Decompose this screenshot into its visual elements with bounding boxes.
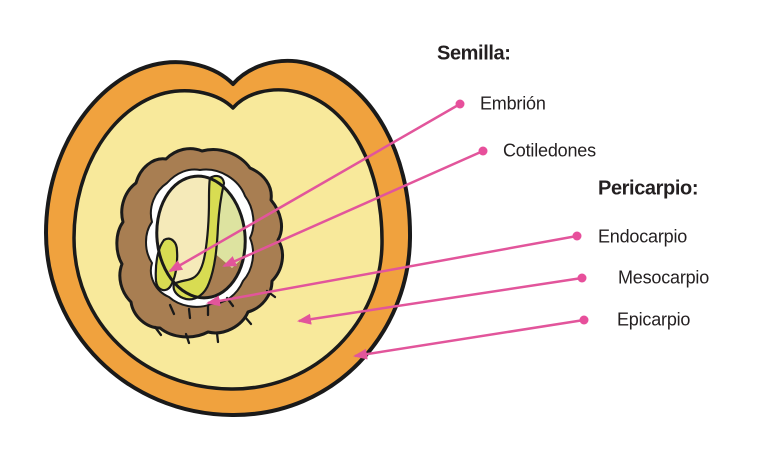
radicle-shape: [154, 237, 179, 292]
embryo-shape: [172, 174, 226, 301]
embrion-pointer-dot: [455, 99, 465, 109]
semilla-section-heading: Semilla:: [437, 42, 511, 65]
mesocarpio-pointer-line: [297, 276, 583, 325]
endocarpio-pointer-dot: [572, 231, 582, 241]
pointer-dots: [455, 99, 589, 325]
pointer-lines: [168, 102, 585, 360]
cotiledones-pointer-line: [222, 149, 484, 268]
pericarpio-section-heading: Pericarpio:: [598, 177, 699, 200]
embrion-pointer-line: [168, 102, 461, 273]
cotiledones-label: Cotiledones: [503, 140, 596, 161]
endocarpio-pointer-line: [206, 234, 578, 307]
cotiledones-pointer-dot: [478, 146, 488, 156]
endocarpio-label: Endocarpio: [598, 226, 688, 247]
mesocarpio-label: Mesocarpio: [618, 267, 710, 288]
embrion-label: Embrión: [480, 93, 546, 114]
epicarpio-label: Epicarpio: [617, 309, 691, 330]
mesocarpio-pointer-dot: [577, 273, 587, 283]
epicarpio-pointer-dot: [579, 315, 589, 325]
epicarpio-pointer-line: [353, 318, 585, 360]
